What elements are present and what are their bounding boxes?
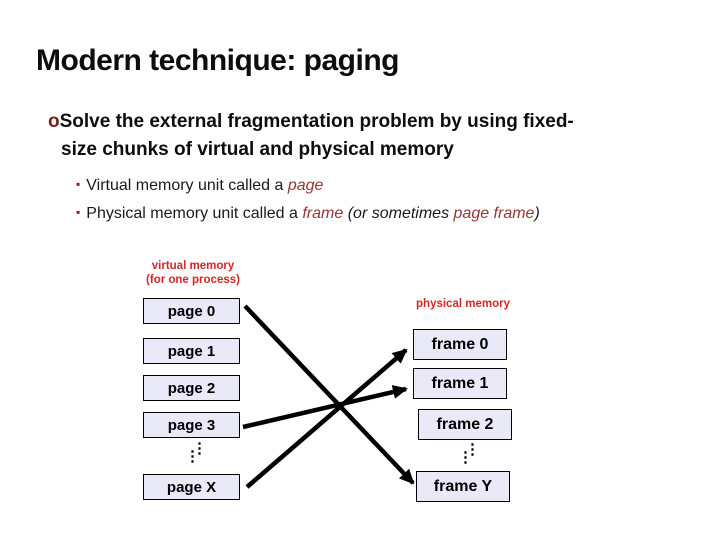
page-box-x: page X xyxy=(143,474,240,500)
page-box-3: page 3 xyxy=(143,412,240,438)
virtual-memory-label-line1: virtual memory xyxy=(151,260,235,272)
arrow-page3-to-frame1 xyxy=(242,385,408,430)
square-bullet-icon: ▪ xyxy=(76,205,81,219)
sub-bullet-virtual-text: Virtual memory unit called a xyxy=(86,177,288,194)
sub-bullet-physical-text: Physical memory unit called a xyxy=(86,205,303,222)
page-box-2: page 2 xyxy=(143,375,240,401)
frame-box-1: frame 1 xyxy=(413,368,507,399)
frame-box-0: frame 0 xyxy=(413,329,507,360)
square-bullet-icon: ▪ xyxy=(76,177,81,191)
sub-bullet-physical-mid: (or sometimes xyxy=(343,205,454,222)
pages-ellipsis: ⋮ ⋮ xyxy=(183,440,207,472)
frame-box-y: frame Y xyxy=(416,471,510,502)
page-box-1: page 1 xyxy=(143,338,240,364)
virtual-memory-label: virtual memory (for one process) xyxy=(123,259,263,287)
vertical-ellipsis-icon: ⋮ xyxy=(465,441,480,458)
page-frame-emphasis: page frame xyxy=(453,205,535,222)
frames-ellipsis: ⋮ ⋮ xyxy=(456,441,480,473)
sub-bullet-physical: ▪ Physical memory unit called a frame (or… xyxy=(76,199,676,227)
slide-title: Modern technique: paging xyxy=(36,44,400,77)
sub-bullet-list: ▪ Virtual memory unit called a page ▪ Phys… xyxy=(76,171,676,227)
vertical-ellipsis-icon: ⋮ xyxy=(192,440,207,457)
arrow-pageX-to-frame0 xyxy=(245,348,408,489)
physical-memory-label: physical memory xyxy=(416,298,510,310)
vertical-ellipsis-icon: ⋮ xyxy=(458,449,473,466)
arrow-page0-to-frameY xyxy=(243,304,415,485)
sub-bullet-virtual: ▪ Virtual memory unit called a page xyxy=(76,171,676,199)
page-box-0: page 0 xyxy=(143,298,240,324)
bullet-line1: Solve the external fragmentation problem… xyxy=(59,111,574,132)
frame-box-2: frame 2 xyxy=(418,409,512,440)
bullet-marker: o xyxy=(48,111,60,132)
frame-emphasis: frame xyxy=(302,205,344,222)
virtual-memory-label-line2: (for one process) xyxy=(146,274,240,286)
bullet-line2: size chunks of virtual and physical memo… xyxy=(61,139,454,160)
main-bullet: oSolve the external fragmentation proble… xyxy=(48,108,648,164)
sub-bullet-physical-end: ) xyxy=(534,205,540,222)
page-emphasis: page xyxy=(287,177,324,194)
vertical-ellipsis-icon: ⋮ xyxy=(185,448,200,465)
